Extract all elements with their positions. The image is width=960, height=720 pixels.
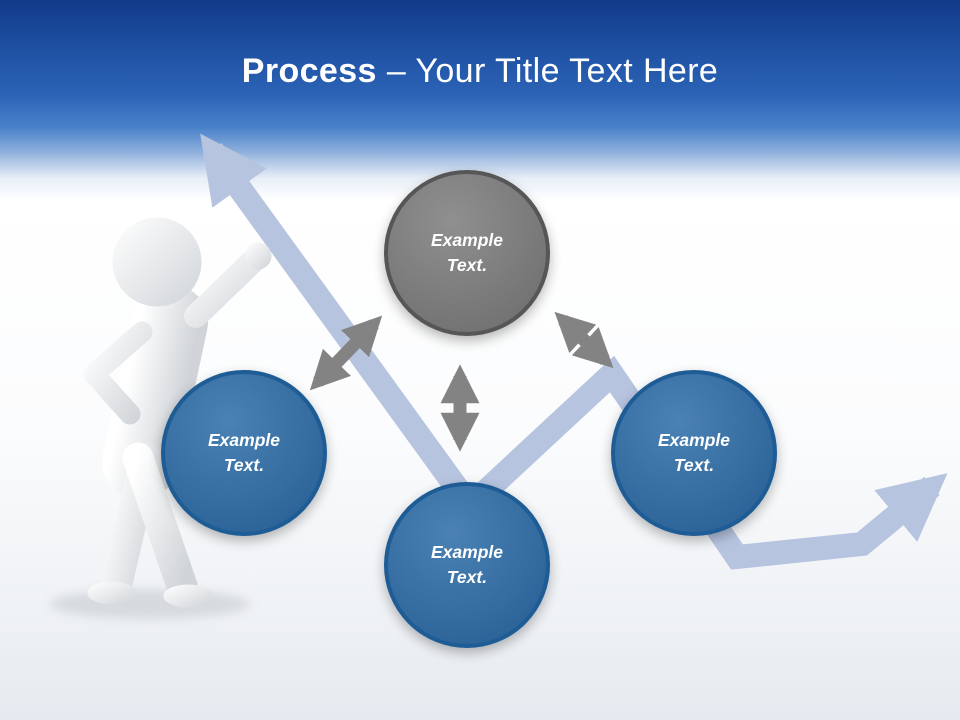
node-left-blue: Example Text.	[161, 370, 327, 536]
node-label: Example Text.	[431, 541, 503, 587]
node-label: Example Text.	[431, 229, 503, 275]
slide-title: Process– Your Title Text Here	[0, 52, 960, 91]
node-bottom-blue: Example Text.	[384, 482, 550, 648]
person-shadow	[50, 589, 250, 619]
person-hand	[244, 242, 272, 270]
node-label: Example Text.	[658, 429, 730, 475]
node-top-gray: Example Text.	[384, 170, 550, 336]
slide-title-rest: – Your Title Text Here	[386, 52, 719, 90]
node-label: Example Text.	[208, 429, 280, 475]
trend-zigzag-arrow	[200, 133, 948, 570]
connector-top-right-double-arrow	[554, 311, 614, 369]
person-head	[112, 217, 202, 307]
node-right-blue: Example Text.	[611, 370, 777, 536]
connector-top-left-double-arrow	[309, 315, 383, 391]
slide-title-keyword: Process	[241, 52, 377, 90]
